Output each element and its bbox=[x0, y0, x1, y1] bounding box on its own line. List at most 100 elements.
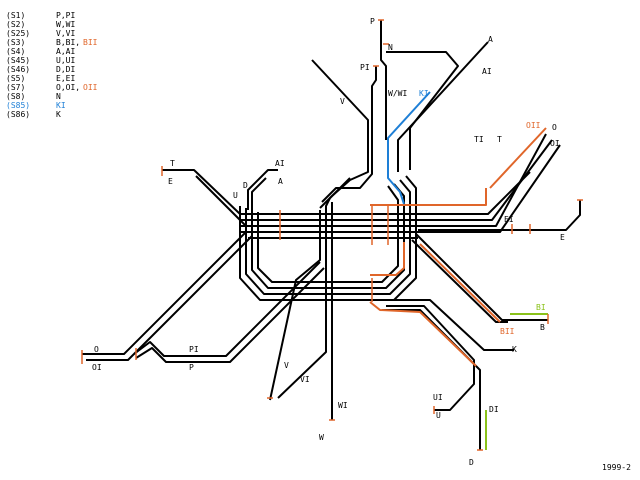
legend-code: (S8) bbox=[6, 92, 25, 101]
legend-code: (S2) bbox=[6, 20, 25, 29]
line-n-north bbox=[386, 51, 459, 170]
line-legend: (S1) P,PI (S2) W,WI (S25) V,VI (S3) B,BI,BII (S4… bbox=[6, 11, 98, 119]
line-p-north bbox=[380, 20, 387, 140]
station-label-ei: EI bbox=[504, 215, 514, 224]
station-label-vi: VI bbox=[300, 375, 310, 384]
station-label-ai: AI bbox=[482, 67, 492, 76]
line-bii-southeast bbox=[419, 243, 501, 323]
terminus-ticks bbox=[81, 19, 583, 451]
legend-lines: E,EI bbox=[56, 74, 75, 83]
legend-code: (S46) bbox=[6, 65, 30, 74]
station-label-o-left: O bbox=[94, 345, 99, 354]
station-label-d-bottom: D bbox=[469, 458, 474, 467]
line-ki-blue bbox=[387, 91, 431, 205]
legend-lines: N bbox=[56, 92, 61, 101]
station-label-oi: OI bbox=[550, 139, 560, 148]
station-label-t-left: T bbox=[170, 159, 175, 168]
station-label-ui: UI bbox=[433, 393, 443, 402]
line-p-south-track-2 bbox=[135, 267, 325, 363]
legend-lines: BII bbox=[83, 38, 98, 47]
ring-track-3 bbox=[245, 179, 411, 295]
ring-track-2 bbox=[251, 183, 405, 289]
line-ai-northwest bbox=[247, 169, 278, 210]
station-label-pi: PI bbox=[360, 63, 370, 72]
line-p-southwest bbox=[133, 261, 325, 363]
orange-lines bbox=[369, 127, 547, 367]
legend-lines: V,VI bbox=[56, 29, 75, 38]
station-label-v-bottom: V bbox=[284, 361, 289, 370]
northwest-lines bbox=[162, 169, 278, 227]
line-oii-diagonal bbox=[489, 127, 547, 189]
station-label-a-left: A bbox=[278, 177, 283, 186]
line-o-west bbox=[82, 231, 247, 355]
station-label-ti: TI bbox=[474, 135, 484, 144]
station-label-p-bottom: P bbox=[189, 363, 194, 372]
station-label-oi-left: OI bbox=[92, 363, 102, 372]
station-label-u-bottom: U bbox=[436, 411, 441, 420]
station-label-w-bottom: W bbox=[319, 433, 324, 442]
legend-lines: D,DI bbox=[56, 65, 75, 74]
line-bi-southeast bbox=[411, 239, 508, 323]
legend-lines: OII bbox=[83, 83, 98, 92]
legend-lines: P,PI bbox=[56, 11, 75, 20]
track-v-south bbox=[269, 210, 321, 401]
legend-code: (S7) bbox=[6, 83, 25, 92]
legend-code: (S1) bbox=[6, 11, 25, 20]
station-label-w-wi: W/WI bbox=[388, 89, 407, 98]
legend-lines: K bbox=[56, 110, 61, 119]
legend-lines: W,WI bbox=[56, 20, 75, 29]
station-label-ki: KI bbox=[419, 89, 429, 98]
stadtbahn-track-3 bbox=[240, 133, 547, 227]
station-label-u-left: U bbox=[233, 191, 238, 200]
station-label-b: B bbox=[540, 323, 545, 332]
line-b-southeast bbox=[415, 233, 548, 321]
station-label-a: A bbox=[488, 35, 493, 44]
line-k-southeast bbox=[392, 299, 514, 351]
stadtbahn-track-2 bbox=[240, 139, 553, 221]
legend-lines: U,UI bbox=[56, 56, 75, 65]
line-p-south-track-1 bbox=[133, 261, 321, 357]
track-west-bundle bbox=[325, 177, 351, 350]
line-v-northwest bbox=[311, 59, 369, 209]
line-a-north bbox=[397, 41, 489, 172]
station-label-bii: BII bbox=[500, 327, 515, 336]
green-segments bbox=[485, 313, 548, 450]
station-label-n: N bbox=[388, 43, 393, 52]
legend-code: (S3) bbox=[6, 38, 25, 47]
station-label-bi: BI bbox=[536, 303, 546, 312]
line-a-northwest bbox=[251, 177, 267, 214]
line-pi-west bbox=[321, 66, 377, 203]
station-label-k: K bbox=[512, 345, 517, 354]
line-oii-northeast bbox=[370, 188, 487, 206]
track-vi-south bbox=[277, 260, 327, 399]
station-label-e-right: E bbox=[560, 233, 565, 242]
line-d-southeast bbox=[382, 309, 481, 450]
line-u-southeast bbox=[386, 305, 475, 411]
legend-code: (S5) bbox=[6, 74, 25, 83]
legend-code: (S85) bbox=[6, 101, 30, 110]
station-label-pi-bottom: PI bbox=[189, 345, 199, 354]
line-orange-south-spur bbox=[369, 301, 477, 367]
legend-code: (S25) bbox=[6, 29, 30, 38]
legend-lines: KI bbox=[56, 101, 66, 110]
station-label-o: O bbox=[552, 123, 557, 132]
ring-track-1 bbox=[257, 185, 399, 283]
southwest-lines bbox=[82, 231, 253, 361]
legend-lines: B,BI, bbox=[56, 38, 80, 47]
station-label-oii: OII bbox=[526, 121, 541, 130]
station-label-di: DI bbox=[489, 405, 499, 414]
line-e-east bbox=[418, 200, 581, 231]
line-e-west bbox=[195, 175, 247, 227]
legend-code: (S45) bbox=[6, 56, 30, 65]
line-orange-ring-spur bbox=[370, 242, 405, 276]
legend-code: (S4) bbox=[6, 47, 25, 56]
station-label-p: P bbox=[370, 17, 375, 26]
station-label-ai-left: AI bbox=[275, 159, 285, 168]
station-label-t-right: T bbox=[497, 135, 502, 144]
stadtbahn-track-1 bbox=[240, 171, 531, 215]
line-oi-west bbox=[86, 235, 253, 361]
southeast-lines bbox=[382, 233, 548, 450]
station-label-v: V bbox=[340, 97, 345, 106]
